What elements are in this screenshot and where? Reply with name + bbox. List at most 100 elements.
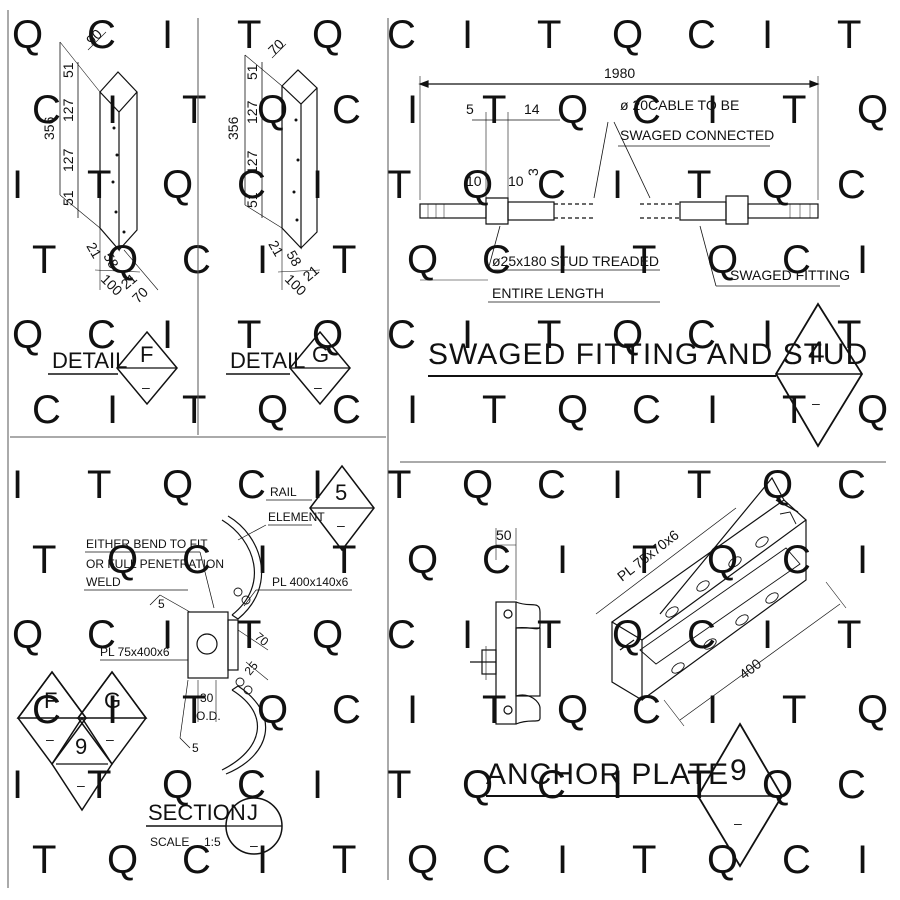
- watermark-letter: I: [612, 763, 623, 807]
- watermark-letter: I: [762, 13, 773, 57]
- anchor-drawing: [470, 476, 847, 868]
- watermark-letter: I: [312, 763, 323, 807]
- watermark-letter: Q: [857, 688, 888, 732]
- watermark-letter: C: [182, 838, 211, 882]
- watermark-letter: T: [332, 838, 356, 882]
- watermark-letter: C: [632, 688, 661, 732]
- section-sub: –: [250, 837, 258, 853]
- watermark-letter: Q: [162, 763, 193, 807]
- watermark-letter: I: [162, 313, 173, 357]
- section-drawing: [16, 464, 375, 855]
- section-title: SECTION: [148, 800, 246, 825]
- watermark-letter: C: [482, 538, 511, 582]
- watermark-letter: Q: [407, 838, 438, 882]
- watermark-letter: C: [182, 238, 211, 282]
- section-texts: RAIL ELEMENT 5 – EITHER BEND TO FIT OR F…: [44, 480, 349, 853]
- watermark-letter: Q: [707, 838, 738, 882]
- watermark-letter: C: [32, 688, 61, 732]
- watermark-letter: Q: [707, 238, 738, 282]
- watermark-letter: T: [87, 463, 111, 507]
- detail-f: [59, 31, 159, 291]
- watermark-letter: C: [387, 613, 416, 657]
- swaged-dim-3: 3: [525, 168, 541, 176]
- watermark-letter: T: [837, 313, 861, 357]
- watermark-letter: I: [462, 13, 473, 57]
- watermark-letter: T: [782, 688, 806, 732]
- watermark-letter: C: [632, 88, 661, 132]
- watermark-letter: T: [537, 613, 561, 657]
- watermark-letter: I: [557, 538, 568, 582]
- key-9: 9: [75, 734, 87, 759]
- watermark-letter: C: [687, 613, 716, 657]
- watermark-letter: T: [632, 838, 656, 882]
- section-weld-bot: 5: [192, 741, 199, 755]
- watermark-letter: I: [257, 838, 268, 882]
- watermark-letter: C: [482, 838, 511, 882]
- watermark-letter: Q: [407, 538, 438, 582]
- swaged-cable-line2: SWAGED CONNECTED: [620, 127, 774, 143]
- watermark-letter: T: [387, 463, 411, 507]
- detail-g-seg-2: 127: [244, 100, 260, 124]
- watermark-letter: T: [237, 613, 261, 657]
- watermark-letter: T: [837, 13, 861, 57]
- watermark-letter: Q: [407, 238, 438, 282]
- detail-f-seg-3: 127: [60, 148, 76, 172]
- watermark-letter: Q: [162, 163, 193, 207]
- watermark-letter: Q: [857, 388, 888, 432]
- watermark-letter: Q: [12, 613, 43, 657]
- watermark-letter: T: [332, 538, 356, 582]
- section-pl-top: PL 400x140x6: [272, 575, 349, 589]
- watermark-letter: I: [407, 388, 418, 432]
- watermark-letter: Q: [107, 838, 138, 882]
- watermark-letter: I: [162, 613, 173, 657]
- swaged-dim-14: 14: [524, 101, 540, 117]
- watermark-letter: C: [387, 313, 416, 357]
- detail-g-label: DETAIL G –: [226, 330, 351, 406]
- watermark-letter: C: [837, 463, 866, 507]
- watermark-letter: Q: [257, 688, 288, 732]
- watermark-letter: Q: [557, 88, 588, 132]
- key-g-sub: –: [106, 731, 114, 747]
- key-f-sub: –: [46, 731, 54, 747]
- watermark-letter: T: [482, 388, 506, 432]
- detail-g-sub: –: [314, 379, 322, 395]
- watermark-letter: T: [632, 238, 656, 282]
- watermark-letter: I: [107, 688, 118, 732]
- watermark-letter: T: [632, 538, 656, 582]
- watermark-letter: C: [332, 388, 361, 432]
- section-hole-line1: 30: [200, 691, 214, 705]
- watermark-letter: I: [107, 388, 118, 432]
- watermark-letter: Q: [162, 463, 193, 507]
- detail-f-seg-4: 51: [60, 190, 76, 206]
- section-rail-line2: ELEMENT: [268, 510, 325, 524]
- watermark-letter: C: [87, 313, 116, 357]
- watermark-letter: C: [237, 763, 266, 807]
- swaged-stud-line1: ø25x180 STUD TREADED: [492, 253, 659, 269]
- watermark-letter: C: [32, 388, 61, 432]
- watermark-letter: I: [12, 163, 23, 207]
- watermark-letter: I: [162, 13, 173, 57]
- watermark-letter: Q: [312, 13, 343, 57]
- watermark-letter: C: [687, 13, 716, 57]
- detail-g-total-dim: 356: [225, 116, 241, 140]
- watermark-letter: I: [707, 88, 718, 132]
- section-hole-line2: O.D.: [196, 709, 221, 723]
- section-rail-line1: RAIL: [270, 485, 297, 499]
- watermark-letter: C: [32, 88, 61, 132]
- watermark-letter: Q: [857, 88, 888, 132]
- detail-f-bot-1: 21: [83, 240, 105, 262]
- detail-g-dims: 70 356 51 127 127 51 21 58 100 21: [225, 36, 322, 299]
- watermark-letter: C: [537, 463, 566, 507]
- watermark-letter: T: [687, 463, 711, 507]
- watermark-letter: I: [557, 838, 568, 882]
- watermark-letter: I: [12, 763, 23, 807]
- watermark-letter: Q: [612, 613, 643, 657]
- swaged-cable-line1: ø 20CABLE TO BE: [620, 97, 739, 113]
- section-pl-left: PL 75x400x6: [100, 645, 170, 659]
- watermark-letter: T: [837, 613, 861, 657]
- watermark-letter: Q: [557, 688, 588, 732]
- watermark-letter: Q: [557, 388, 588, 432]
- watermark-letter: T: [782, 88, 806, 132]
- swaged-dims: 1980 5 14 10 10 3 ø 20CABLE TO BE SWAGED…: [466, 65, 850, 301]
